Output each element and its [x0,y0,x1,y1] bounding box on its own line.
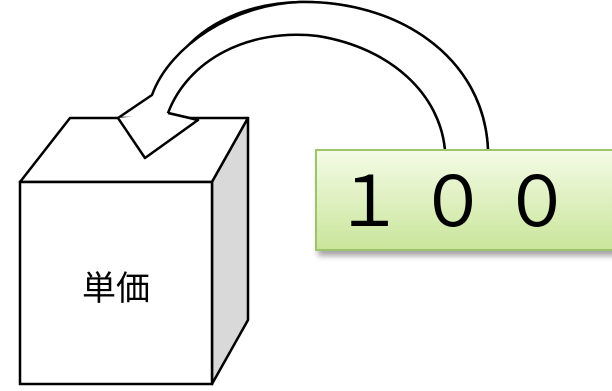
value-label: １００ [334,161,586,243]
value-box: １００ [316,150,612,250]
box-label: 単価 [82,269,150,309]
unit-price-box: 単価 [20,113,248,384]
